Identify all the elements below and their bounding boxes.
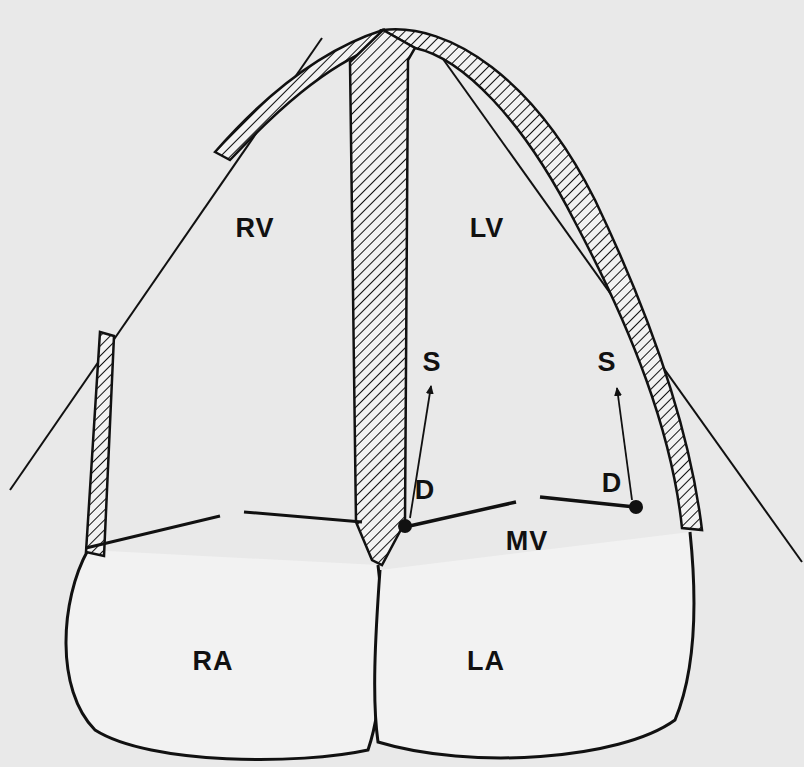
chamber-label: LA (467, 646, 505, 676)
phase-label: D (602, 468, 623, 498)
left-atrium (375, 532, 694, 758)
lv-wall (383, 29, 702, 530)
label-holder: D (602, 468, 623, 499)
label-holder: LA (467, 646, 505, 677)
label-holder: RV (235, 213, 274, 244)
valve-label: MV (506, 526, 549, 556)
label-holder: S (422, 347, 441, 378)
phase-label: S (597, 347, 616, 377)
annulus-dot (629, 500, 643, 514)
label-holder: MV (506, 526, 549, 557)
septum (350, 30, 415, 565)
phase-label: D (415, 475, 436, 505)
valve-leaflet (244, 512, 362, 522)
label-holder: D (415, 475, 436, 506)
label-holder: LV (470, 213, 505, 244)
valve-leaflet (86, 516, 220, 548)
valve-leaflet (405, 502, 516, 527)
rv-wall (86, 332, 114, 556)
chamber-label: RV (235, 213, 274, 243)
right-atrium (66, 550, 382, 760)
chamber-label: LV (470, 213, 505, 243)
label-holder: RA (193, 646, 234, 677)
phase-label: S (422, 347, 441, 377)
chamber-label: RA (193, 646, 234, 676)
label-holder: S (597, 347, 616, 378)
valve-leaflet (540, 497, 635, 507)
annulus-dot (398, 519, 412, 533)
